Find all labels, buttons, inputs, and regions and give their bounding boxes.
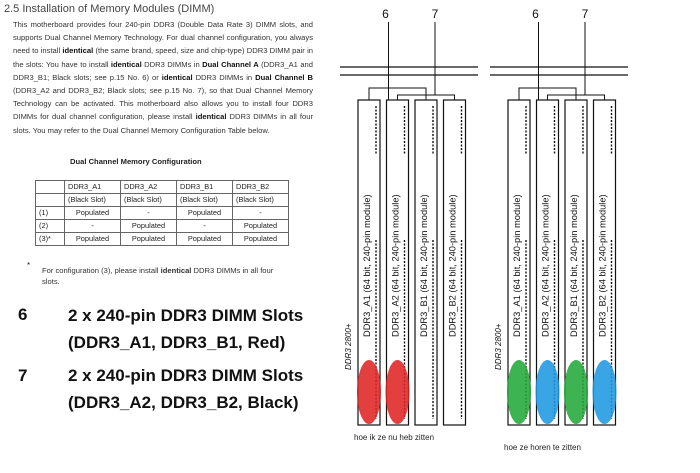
right-slot-label: DDR3_B2 (64 bit, 240-pin module) — [598, 194, 608, 337]
paragraph-bold-run: identical — [110, 59, 142, 69]
paragraph-run: (DDR3_A1 and DDR3_B1; Black slots; see p… — [13, 59, 313, 82]
table-header-cell: DDR3_B1 — [176, 180, 233, 194]
right-brand-label: DDR3 2800+ — [494, 323, 503, 370]
left-dimm-slot — [357, 99, 381, 426]
legend-number-7: 7 — [18, 366, 28, 385]
left-slot-label: DDR3_B2 (64 bit, 240-pin module) — [448, 194, 458, 337]
right-callout-7-label: 7 — [582, 7, 589, 21]
table-row-index: (3)* — [35, 232, 65, 246]
footnote-bold: identical — [160, 266, 192, 275]
left-red-marker — [357, 360, 381, 424]
table-cell: Populated — [64, 206, 121, 220]
legend-7-line1: 2 x 240-pin DDR3 DIMM Slots — [68, 366, 304, 385]
table-header-cell: (Black Slot) — [120, 193, 177, 207]
left-channel-a-wire — [368, 87, 427, 100]
legend-6-line2: (DDR3_A1, DDR3_B1, Red) — [68, 333, 286, 352]
table-header-cell — [35, 193, 65, 207]
right-dimm-slot — [507, 99, 531, 426]
right-slot-label: DDR3_B1 (64 bit, 240-pin module) — [569, 194, 579, 337]
left-caption: hoe ik ze nu heb zitten — [354, 433, 434, 442]
table-title: Dual Channel Memory Configuration — [70, 157, 202, 166]
table-header-cell: DDR3_A1 — [64, 180, 121, 194]
footnote-text: For configuration (3), please install id… — [42, 264, 302, 277]
table-header-cell: (Black Slot) — [176, 193, 233, 207]
paragraph-run: (DDR3_A2 and DDR3_B2; Black slots; see p… — [13, 86, 313, 122]
right-dimm-slot — [535, 99, 560, 426]
right-slot-label: DDR3_A1 (64 bit, 240-pin module) — [512, 194, 522, 337]
table-cell: - — [64, 219, 121, 233]
right-channel-a-wire — [518, 87, 577, 100]
paragraph-run: This motherboard provides four 240-pin D… — [13, 20, 313, 56]
paragraph-bold-run: Dual Channel A — [202, 59, 259, 69]
legend-7-line2: (DDR3_A2, DDR3_B2, Black) — [68, 393, 299, 412]
table-cell: - — [176, 219, 233, 233]
legend-number-6: 6 — [18, 305, 28, 324]
footnote-post: DDR3 DIMMs in all four — [191, 266, 274, 275]
left-dimm-slot — [385, 99, 410, 426]
right-blue-marker — [592, 360, 617, 424]
table-row-index: (1) — [35, 206, 65, 220]
paragraph-run: DDR3 DIMMs in — [141, 59, 203, 69]
left-brand-label: DDR3 2800+ — [344, 323, 353, 370]
left-slot-label: DDR3_A2 (64 bit, 240-pin module) — [391, 194, 401, 337]
right-channel-b-wire — [547, 94, 605, 100]
table-cell: Populated — [120, 232, 177, 246]
table-cell: Populated — [232, 232, 289, 246]
paragraph-run: (the same brand, speed, size and chip-ty… — [13, 46, 313, 69]
right-slot-label: DDR3_A2 (64 bit, 240-pin module) — [541, 194, 551, 337]
legend-6-line1: 2 x 240-pin DDR3 DIMM Slots — [68, 306, 304, 325]
paragraph-bold-run: identical — [62, 46, 94, 56]
legend-7-text: 2 x 240-pin DDR3 DIMM Slots (DDR3_A2, DD… — [68, 362, 313, 416]
table-header-cell: DDR3_A2 — [120, 180, 177, 194]
table-header-cell — [35, 180, 65, 194]
paragraph-bold-run: Dual Channel B — [255, 72, 313, 82]
dimm-description-paragraph: This motherboard provides four 240-pin D… — [13, 18, 313, 137]
left-slot-label: DDR3_A1 (64 bit, 240-pin module) — [362, 194, 372, 337]
table-row-index: (2) — [35, 219, 65, 233]
right-dimm-slot — [564, 99, 588, 426]
table-header-cell: (Black Slot) — [64, 193, 121, 207]
left-red-marker — [385, 360, 410, 424]
table-cell: Populated — [232, 219, 289, 233]
right-green-marker — [507, 360, 531, 424]
table-row: (2)-Populated-Populated — [35, 219, 289, 233]
table-cell: Populated — [176, 232, 233, 246]
table-cell: - — [120, 206, 177, 220]
paragraph-bold-run: identical — [161, 72, 193, 82]
table-cell: - — [232, 206, 289, 220]
right-green-marker — [564, 360, 588, 424]
table-header-cell: (Black Slot) — [232, 193, 289, 207]
table-cell: Populated — [120, 219, 177, 233]
right-callout-6-label: 6 — [532, 7, 539, 21]
right-blue-marker — [535, 360, 560, 424]
paragraph-run: DDR3 DIMMs in — [192, 72, 256, 82]
paragraph-run: DDR3 DIMMs in all four slots. You may re… — [13, 112, 314, 135]
left-slot-label: DDR3_B1 (64 bit, 240-pin module) — [419, 194, 429, 337]
left-channel-b-wire — [397, 94, 455, 100]
right-dimm-slot — [592, 99, 617, 426]
left-dimm-slot — [414, 99, 438, 426]
table-cell: Populated — [176, 206, 233, 220]
left-callout-7-label: 7 — [432, 7, 439, 21]
left-callout-6-label: 6 — [382, 7, 389, 21]
footnote-asterisk: * — [27, 261, 31, 270]
footnote-pre: For configuration (3), please install — [42, 266, 161, 275]
paragraph-bold-run: identical — [195, 112, 227, 122]
table-cell: Populated — [64, 232, 121, 246]
legend-6-text: 2 x 240-pin DDR3 DIMM Slots (DDR3_A1, DD… — [68, 302, 313, 356]
section-heading: 2.5 Installation of Memory Modules (DIMM… — [4, 3, 215, 15]
table-subheader-row: (Black Slot)(Black Slot)(Black Slot)(Bla… — [35, 193, 289, 207]
right-caption: hoe ze horen te zitten — [504, 443, 581, 452]
table-header-cell: DDR3_B2 — [232, 180, 289, 194]
table-row: (1)Populated-Populated- — [35, 206, 289, 220]
left-dimm-slot — [442, 99, 467, 426]
footnote-cut-line: slots. — [42, 277, 60, 284]
